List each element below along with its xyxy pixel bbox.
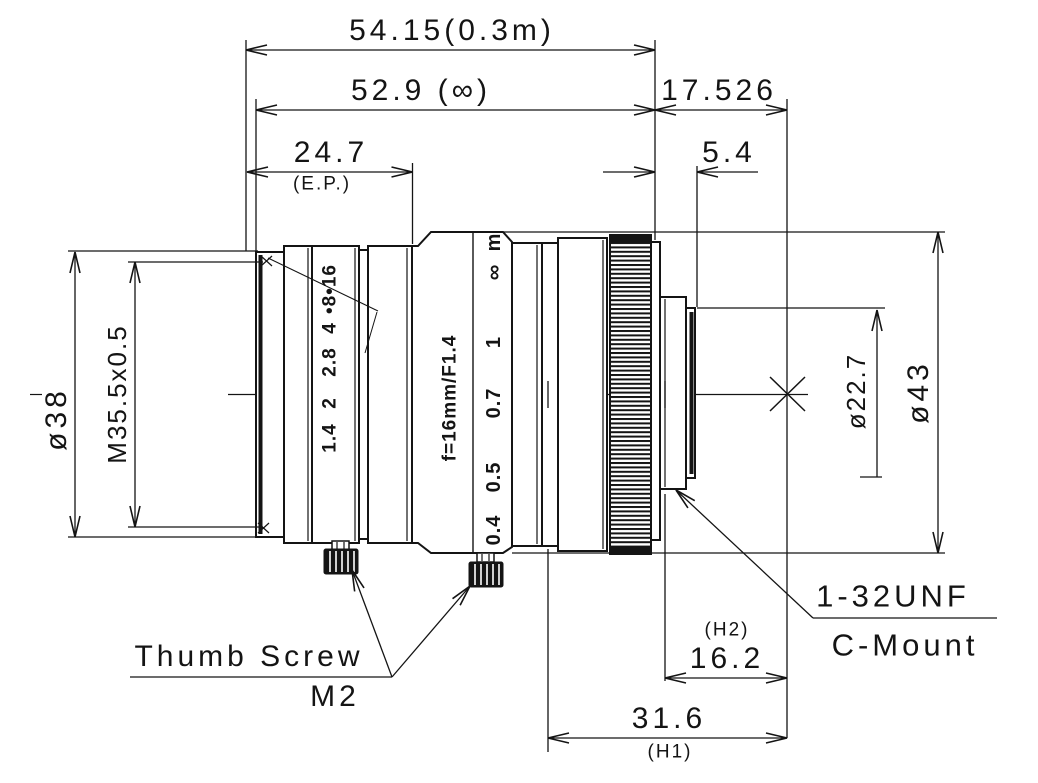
- dim-note-h1: (H1): [647, 741, 693, 763]
- front-ring: [283, 245, 313, 544]
- aperture-ring: [311, 245, 360, 544]
- dim-label-overall-inf: 52.9 (∞): [350, 74, 492, 107]
- image-plane-marker: [769, 376, 806, 412]
- c-mount-thread-barrel: [659, 296, 687, 490]
- dim-label-filter-thread: M35.5x0.5: [102, 324, 132, 464]
- aperture-scale-1_4: 1.4: [319, 423, 341, 453]
- thread-runout-marks: [257, 255, 273, 534]
- dim-label-overall-near: 54.15(0.3m): [349, 14, 555, 47]
- aperture-scale-2_8: 2.8: [319, 347, 341, 377]
- dim-label-rear-dia: ø22.7: [841, 352, 871, 430]
- aperture-scale-4: 4: [319, 322, 341, 334]
- groove: [358, 249, 369, 540]
- dimension-lines: [69, 44, 944, 744]
- dim-label-h2: 16.2: [689, 642, 765, 675]
- callout-mount-thread: 1-32UNF: [816, 578, 970, 614]
- focus-scale-inf: ∞: [481, 263, 506, 281]
- focus-scale-1: 1: [483, 335, 505, 349]
- dim-label-h1: 31.6: [631, 702, 707, 735]
- mount-flange-plate: [650, 241, 661, 541]
- lens-body: [255, 231, 696, 554]
- aperture-scale-2: 2: [319, 397, 341, 409]
- callout-mount-name: C-Mount: [831, 627, 979, 663]
- thumb-screw-leader-1: [351, 569, 393, 678]
- focus-scale-0_7: 0.7: [483, 387, 505, 419]
- focus-scale-0_4: 0.4: [483, 514, 505, 546]
- lens-spec-marking: f=16mm/F1.4: [439, 334, 461, 462]
- thumb-screw-leader-2: [391, 585, 471, 678]
- thread-pointer-short: [364, 311, 378, 354]
- knurled-ring: [609, 234, 652, 555]
- callout-thumb-screw-size: M2: [310, 680, 360, 713]
- callout-thumb-screw: Thumb Screw: [134, 640, 364, 673]
- thumb-screws: [323, 540, 504, 588]
- mid-ring: [367, 245, 413, 544]
- dim-note-entrance-pupil: (E.P.): [292, 173, 352, 195]
- focus-scale-m: m: [483, 232, 505, 252]
- rear-barrel: [557, 237, 608, 552]
- dim-label-flange-focal: 17.526: [661, 74, 777, 107]
- extension-lines: [68, 40, 945, 752]
- rear-ring-2: [541, 242, 559, 547]
- leader-lines: [130, 255, 997, 678]
- dim-label-entrance-pupil: 24.7: [293, 136, 369, 169]
- dim-note-h2: (H2): [704, 619, 750, 641]
- aperture-scale-8-16: •8•16: [319, 263, 341, 315]
- thread-pointer-long: [267, 257, 379, 312]
- c-mount-leader: [675, 489, 814, 619]
- thumb-screw-aperture: [323, 540, 359, 575]
- thumb-screw-focus: [468, 552, 504, 588]
- focus-scale-0_5: 0.5: [483, 461, 505, 493]
- dim-label-rear-protrusion: 5.4: [702, 136, 756, 169]
- dim-label-front-od: ø38: [40, 387, 73, 451]
- dim-label-max-dia: ø43: [902, 360, 935, 424]
